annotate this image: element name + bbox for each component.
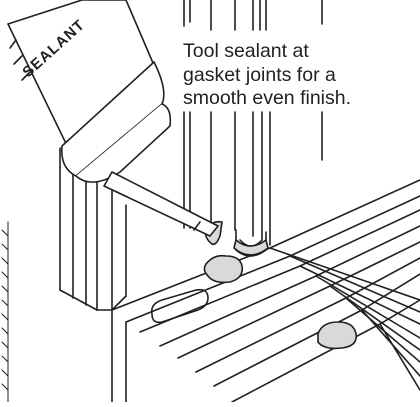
door-sill: [111, 179, 420, 403]
left-jamb: [59, 147, 127, 311]
vertical-post: [183, 111, 323, 246]
caption-line-1: Tool sealant at: [183, 40, 309, 62]
caption-line-3: smooth even finish.: [183, 87, 352, 109]
instruction-caption: Tool sealant at gasket joints for a smoo…: [183, 40, 415, 111]
edge-hatching-left: [1, 221, 9, 403]
caption-line-2: gasket joints for a: [183, 63, 336, 86]
caulk-tube: [7, 0, 219, 237]
frame-hatching-top: [183, 0, 323, 31]
